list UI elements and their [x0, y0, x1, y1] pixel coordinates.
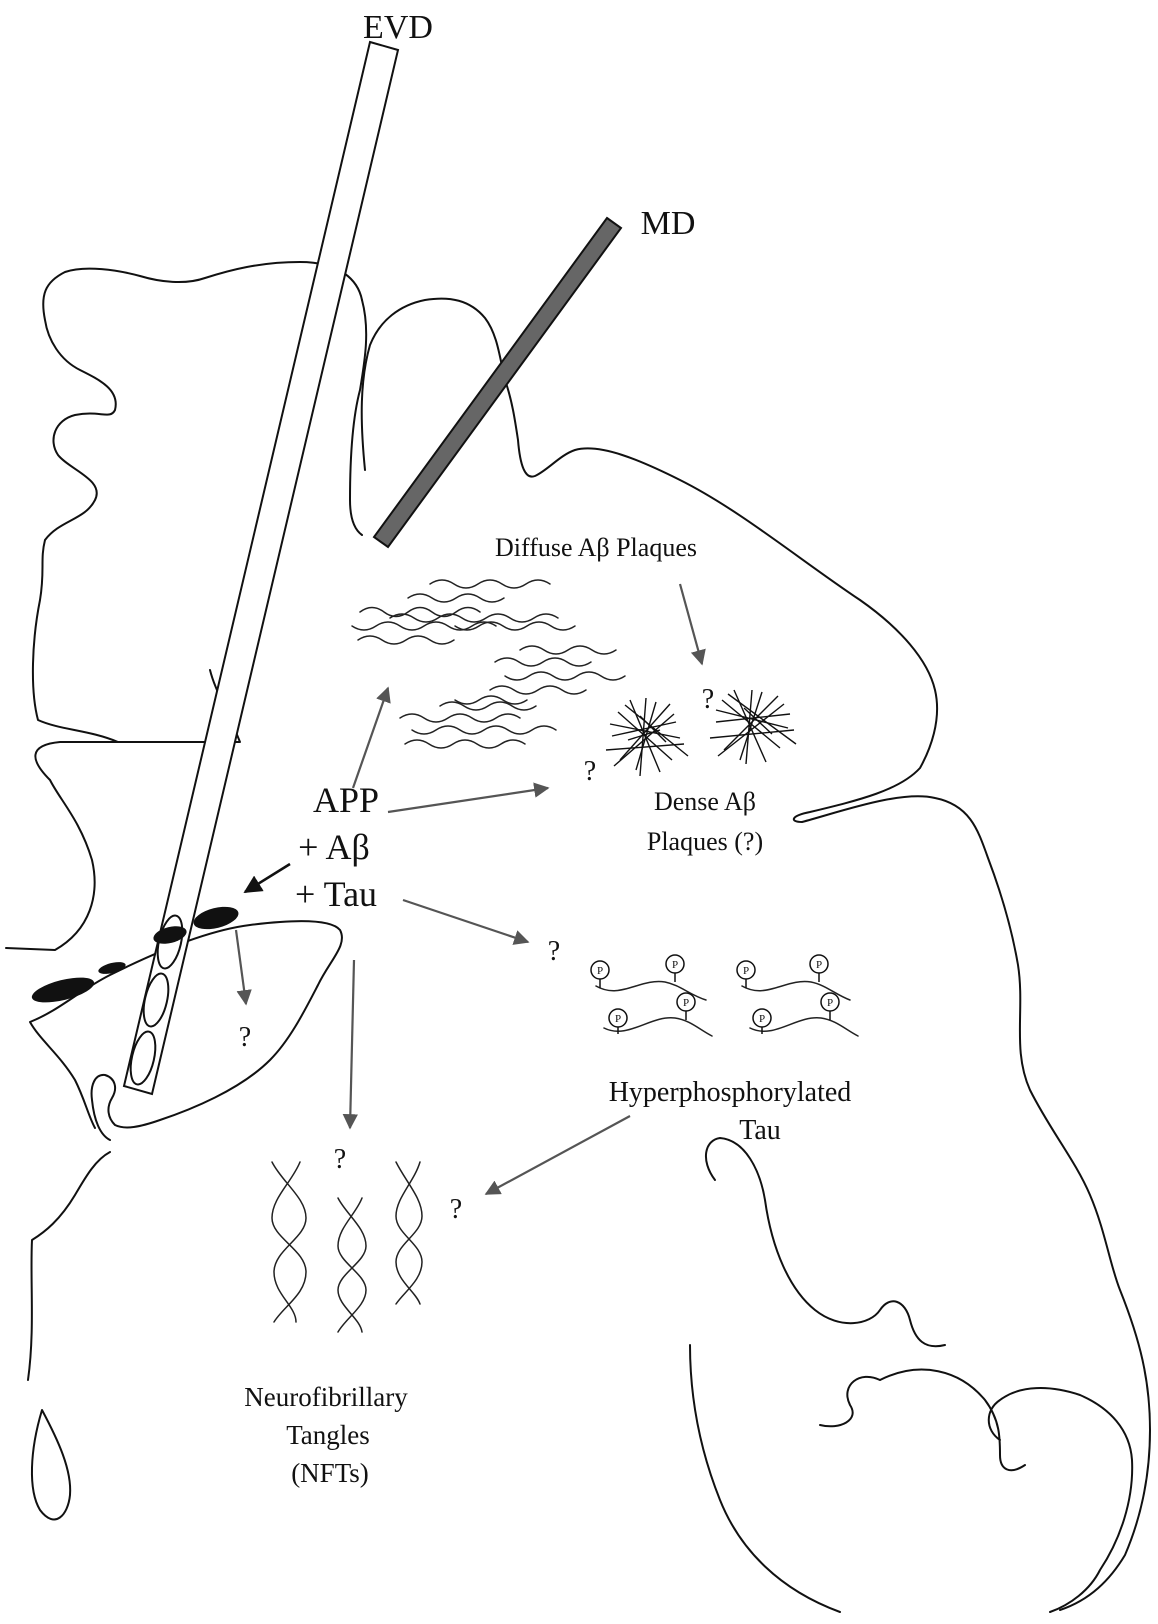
arrows — [234, 583, 706, 1195]
abeta-label: + Aβ — [298, 827, 370, 867]
md-probe — [372, 216, 623, 549]
hyperphosphorylated-label-line2: Tau — [739, 1115, 781, 1146]
dense-plaque-cluster-1 — [605, 697, 689, 777]
arrow-to-diffuse — [351, 686, 391, 789]
phospho-label: P — [672, 959, 678, 971]
dense-plaques-label-line2: Plaques (?) — [647, 827, 763, 856]
question-mark-nft: ? — [334, 1144, 346, 1175]
phospho-label: P — [743, 965, 749, 977]
nft-helices — [271, 1161, 423, 1333]
phospho-label: P — [816, 959, 822, 971]
dense-plaques-label-line1: Dense Aβ — [654, 787, 756, 816]
tau-label: + Tau — [295, 874, 377, 914]
arrow-to-dense — [387, 782, 550, 814]
phospho-label: P — [615, 1013, 621, 1025]
arrow-diffuse-to-dense — [678, 583, 706, 666]
arrow-to-temporal — [234, 929, 252, 1006]
nft-label-line2: Tangles — [286, 1420, 370, 1450]
evd-hole-2 — [142, 972, 170, 1028]
question-mark-diffuse-to-dense: ? — [702, 684, 714, 715]
upper-gyrus-outline — [360, 297, 1151, 1611]
diffuse-plaque-fibrils — [351, 579, 626, 749]
phospho-label: P — [759, 1013, 765, 1025]
phospho-label: P — [597, 965, 603, 977]
question-mark-temporal: ? — [239, 1022, 251, 1053]
question-mark-dense: ? — [584, 756, 596, 787]
phospho-label: P — [827, 997, 833, 1009]
diffuse-plaques-label: Diffuse Aβ Plaques — [495, 533, 697, 562]
app-label: APP — [313, 780, 379, 820]
arrow-to-ventricle — [243, 862, 291, 894]
nft-label-line1: Neurofibrillary — [244, 1382, 408, 1412]
lower-right-gyrus-outline — [689, 1137, 1134, 1613]
hyperphosphorylated-tau-group-2: P P P P — [736, 954, 859, 1037]
evd-label: EVD — [363, 9, 433, 46]
brainstem-outline — [27, 1151, 111, 1381]
evd-tube — [122, 40, 400, 1096]
phospho-label: P — [683, 997, 689, 1009]
sulcus-outline — [349, 299, 368, 536]
hyperphosphorylated-label-line1: Hyperphosphorylated — [609, 1077, 852, 1108]
dense-plaque-cluster-2 — [709, 689, 797, 765]
arrow-tau-to-nft — [484, 1115, 631, 1195]
nft-label-line3: (NFTs) — [291, 1458, 369, 1488]
arrow-to-tau — [402, 898, 530, 945]
question-mark-tau-to-nft: ? — [450, 1194, 462, 1225]
ventricle-blobs — [31, 906, 239, 1003]
evd-catheter — [122, 40, 400, 1096]
temporal-outline — [29, 920, 343, 1141]
hyperphosphorylated-tau-group-1: P P P P — [590, 954, 713, 1037]
md-label: MD — [641, 205, 696, 242]
labels: EVD MD Diffuse Aβ Plaques Dense Aβ Plaqu… — [239, 9, 852, 1488]
ventricle-drop-outline — [30, 1409, 72, 1521]
question-mark-tau: ? — [548, 936, 560, 967]
evd-hole-3 — [129, 1030, 157, 1086]
arrow-to-nft — [342, 959, 359, 1130]
